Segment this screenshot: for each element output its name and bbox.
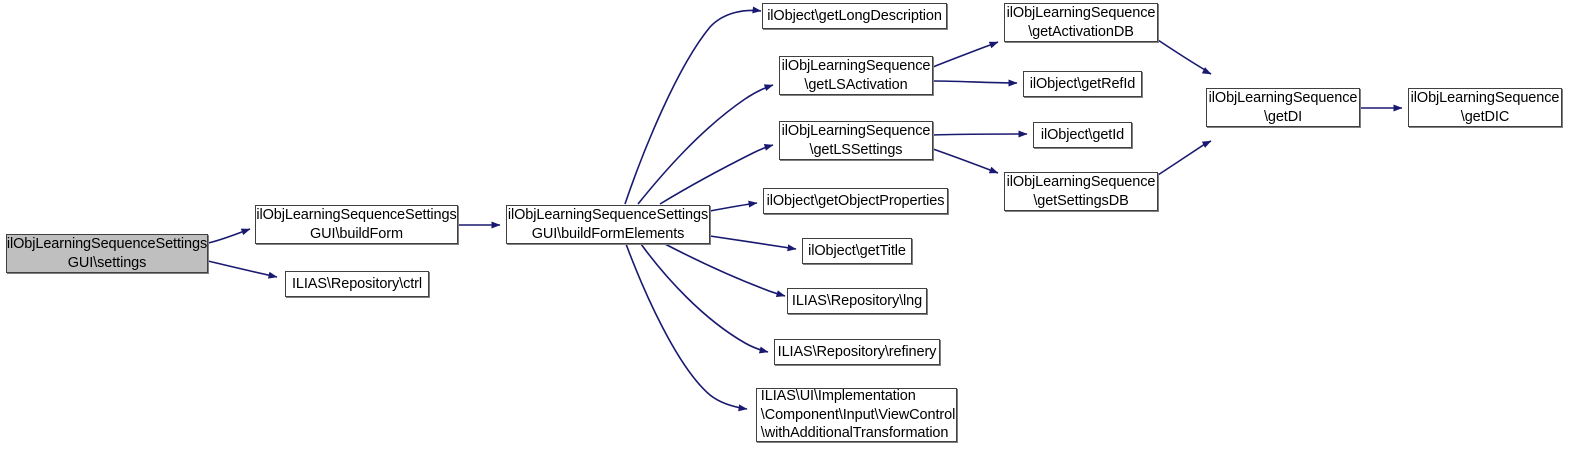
graph-node-refinery[interactable]: ILIAS\Repository\refinery: [774, 339, 940, 365]
call-edge-settings-to-buildForm: [207, 228, 251, 244]
call-edge-buildFormElements-to-getLongDescription: [624, 6, 762, 205]
graph-node-getTitle[interactable]: ilObject\getTitle: [802, 238, 912, 264]
call-edge-buildFormElements-to-withAdditionalTransformation: [625, 243, 748, 412]
call-edge-buildFormElements-to-getLSActivation: [637, 84, 774, 205]
graph-node-ctrl[interactable]: ILIAS\Repository\ctrl: [285, 271, 429, 297]
graph-node-buildForm[interactable]: ilObjLearningSequenceSettings GUI\buildF…: [255, 205, 458, 244]
graph-node-withAdditionalTransformation[interactable]: ILIAS\UI\Implementation \Component\Input…: [756, 388, 957, 442]
graph-node-lng[interactable]: ILIAS\Repository\lng: [787, 288, 927, 314]
graph-node-getActivationDB[interactable]: ilObjLearningSequence \getActivationDB: [1004, 3, 1158, 42]
graph-node-getRefId[interactable]: ilObject\getRefId: [1023, 71, 1142, 97]
graph-node-label: ILIAS\Repository\ctrl: [291, 275, 423, 292]
graph-node-label: ilObjLearningSequenceSettings GUI\buildF…: [256, 207, 457, 242]
call-edge-buildFormElements-to-getLSSettings: [659, 143, 774, 205]
graph-node-label: ilObjLearningSequenceSettings GUI\settin…: [6, 236, 208, 271]
graph-node-label: ilObjLearningSequence \getDI: [1208, 90, 1358, 125]
graph-node-label: ilObject\getLongDescription: [767, 7, 942, 24]
graph-node-getLongDescription[interactable]: ilObject\getLongDescription: [762, 3, 947, 29]
graph-node-getDIC[interactable]: ilObjLearningSequence \getDIC: [1408, 88, 1562, 127]
graph-node-getDI[interactable]: ilObjLearningSequence \getDI: [1206, 88, 1360, 127]
graph-node-getLSActivation[interactable]: ilObjLearningSequence \getLSActivation: [779, 56, 933, 95]
call-edge-buildFormElements-to-getTitle: [709, 235, 797, 252]
graph-node-buildFormElements[interactable]: ilObjLearningSequenceSettings GUI\buildF…: [506, 205, 710, 244]
graph-node-getId[interactable]: ilObject\getId: [1033, 122, 1132, 148]
call-edge-getLSActivation-to-getRefId: [932, 79, 1018, 87]
graph-node-label: ILIAS\Repository\lng: [791, 292, 923, 309]
call-edge-getLSActivation-to-getActivationDB: [932, 41, 999, 68]
call-edge-buildFormElements-to-getObjectProperties: [709, 200, 758, 212]
graph-node-getLSSettings[interactable]: ilObjLearningSequence \getLSSettings: [779, 121, 933, 160]
graph-node-label: ilObject\getObjectProperties: [766, 192, 945, 209]
graph-node-label: ilObjLearningSequence \getDIC: [1410, 90, 1560, 125]
graph-node-label: ilObject\getId: [1040, 126, 1125, 143]
call-edge-getActivationDB-to-getDI: [1157, 39, 1212, 75]
graph-node-label: ilObjLearningSequence \getLSSettings: [781, 123, 931, 158]
graph-node-getObjectProperties[interactable]: ilObject\getObjectProperties: [763, 188, 948, 214]
call-edge-getSettingsDB-to-getDI: [1157, 140, 1212, 176]
graph-node-getSettingsDB[interactable]: ilObjLearningSequence \getSettingsDB: [1004, 172, 1158, 211]
call-edge-getLSSettings-to-getSettingsDB: [932, 148, 999, 174]
graph-node-label: ilObjLearningSequence \getLSActivation: [781, 58, 931, 93]
graph-node-label: ilObject\getRefId: [1029, 75, 1136, 92]
call-edge-getLSSettings-to-getId: [932, 130, 1028, 138]
graph-node-label: ILIAS\Repository\refinery: [777, 343, 937, 360]
graph-node-label: ilObjLearningSequence \getSettingsDB: [1006, 174, 1156, 209]
graph-node-label: ILIAS\UI\Implementation \Component\Input…: [760, 388, 956, 442]
graph-node-settings[interactable]: ilObjLearningSequenceSettings GUI\settin…: [6, 234, 208, 273]
call-edge-buildFormElements-to-lng: [664, 243, 786, 298]
call-edge-settings-to-ctrl: [207, 260, 278, 279]
call-edge-buildFormElements-to-refinery: [640, 243, 769, 354]
graph-node-label: ilObject\getTitle: [808, 242, 906, 259]
graph-node-label: ilObjLearningSequence \getActivationDB: [1006, 5, 1156, 40]
graph-node-label: ilObjLearningSequenceSettings GUI\buildF…: [507, 207, 709, 242]
